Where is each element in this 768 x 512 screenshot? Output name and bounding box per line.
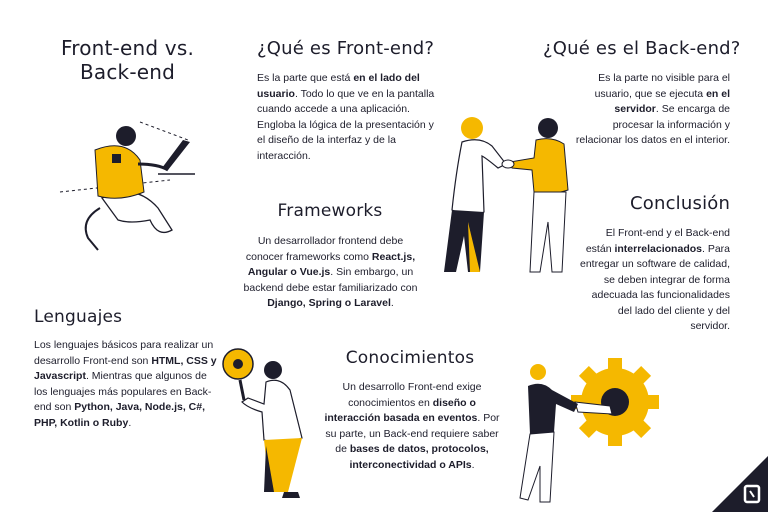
page-title-line2: Back-end	[79, 60, 176, 84]
frameworks-heading: Frameworks	[277, 201, 383, 221]
handshake-illustration	[444, 117, 569, 273]
page-title-line1: Front-end vs.	[60, 36, 195, 60]
knowledge-heading: Conocimientos	[345, 348, 475, 368]
frameworks-text: Un desarrollador frontend debe conocer f…	[243, 235, 418, 309]
backend-heading: ¿Qué es el Back-end?	[543, 38, 741, 59]
languages-heading: Lenguajes	[34, 307, 123, 327]
page-title: Front-end vs. Back-end	[40, 36, 215, 84]
frontend-heading: ¿Qué es Front-end?	[257, 38, 435, 59]
brand-logo-icon	[712, 456, 768, 512]
magnifier-woman-illustration	[222, 348, 303, 498]
person-laptop-illustration	[59, 121, 195, 251]
conclusion-text: El Front-end y el Back-end están interre…	[579, 227, 730, 332]
gear-wrench-illustration	[519, 358, 659, 503]
backend-text: Es la parte no visible para el usuario, …	[575, 72, 730, 146]
frontend-text: Es la parte que está en el lado del usua…	[257, 72, 435, 162]
languages-text: Los lenguajes básicos para realizar un d…	[34, 339, 217, 429]
conclusion-heading: Conclusión	[630, 193, 731, 214]
knowledge-text: Un desarrollo Front-end exige conocimien…	[324, 381, 500, 471]
